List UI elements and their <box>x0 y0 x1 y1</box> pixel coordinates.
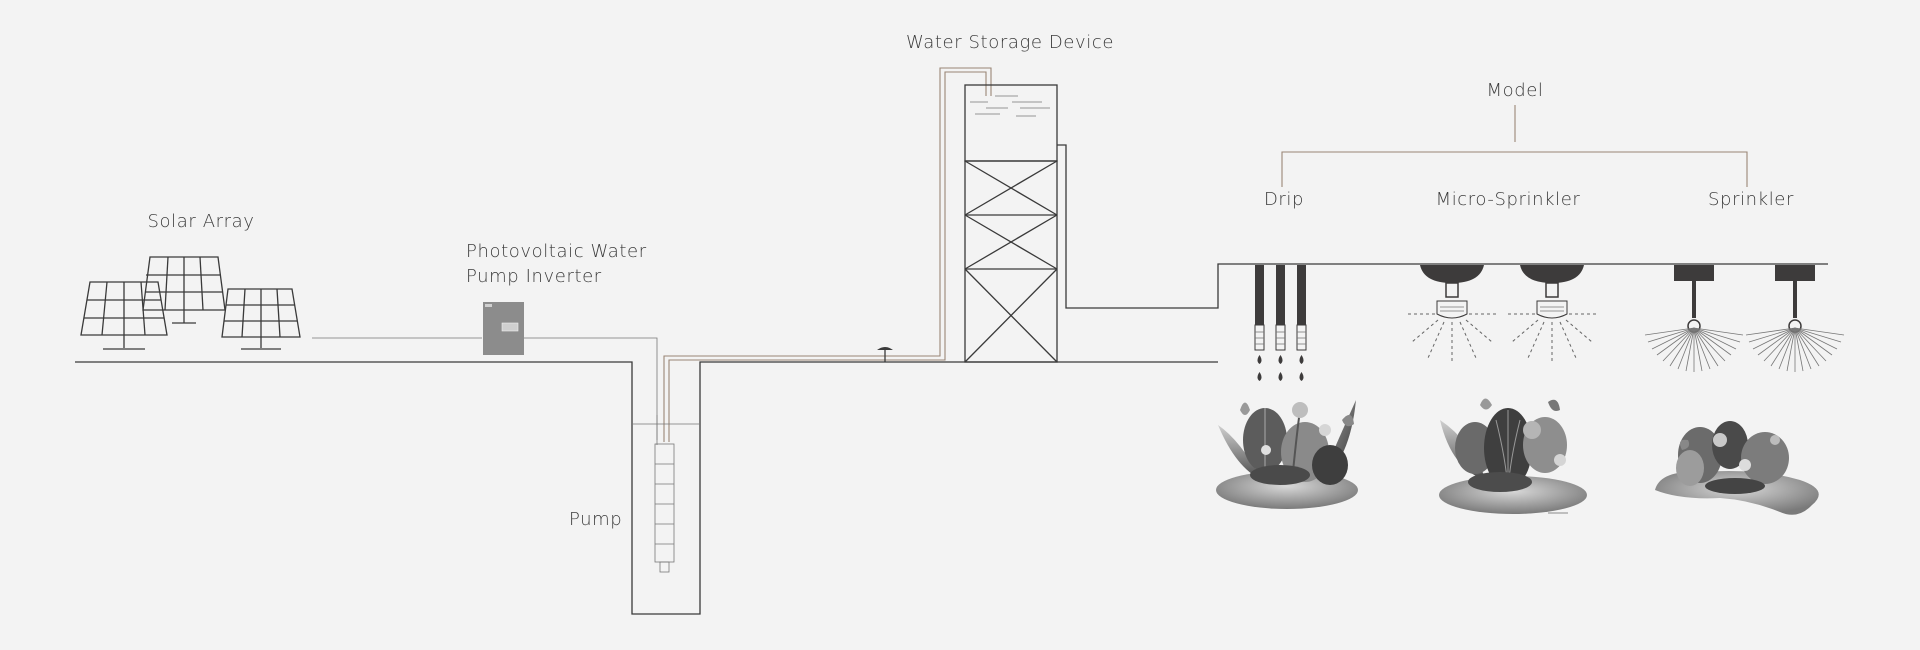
solar-array-label: Solar Array <box>147 211 255 232</box>
plant-cluster-icon <box>1216 400 1358 509</box>
inverter-icon <box>483 302 524 355</box>
sprinkler-icon <box>1745 265 1845 372</box>
irrigation-pipe <box>1057 144 1828 309</box>
solar-panel-icon <box>142 256 226 324</box>
pump-power-cable <box>524 337 658 440</box>
micro-sprinkler-icon <box>1405 265 1499 364</box>
model-bracket <box>1281 105 1748 187</box>
micro-sprinkler-label: Micro-Sprinkler <box>1435 189 1581 210</box>
water-tower-icon <box>964 84 1058 363</box>
water-storage-label: Water Storage Device <box>905 32 1115 53</box>
plant-cluster-icon <box>1439 398 1587 514</box>
pump-label: Pump <box>569 509 623 530</box>
solar-array-group <box>80 256 301 350</box>
water-pipe <box>663 67 992 442</box>
micro-sprinkler-icon <box>1505 265 1599 364</box>
sprinkler-label: Sprinkler <box>1708 189 1794 210</box>
solar-panel-icon <box>80 281 168 350</box>
pump-icon <box>632 415 700 573</box>
ground-and-well <box>75 361 1218 615</box>
inverter-label-line1: Photovoltaic Water <box>466 241 647 262</box>
plant-cluster-icon <box>1655 421 1819 515</box>
model-label: Model <box>1486 80 1544 101</box>
drip-label: Drip <box>1263 189 1305 210</box>
valve-icon <box>877 347 893 362</box>
sprinkler-icon <box>1644 265 1744 372</box>
drip-emitter-icon <box>1254 265 1307 381</box>
solar-panel-icon <box>221 288 301 350</box>
inverter-label-line2: Pump Inverter <box>466 266 602 287</box>
water-pipe-inner <box>668 71 987 442</box>
